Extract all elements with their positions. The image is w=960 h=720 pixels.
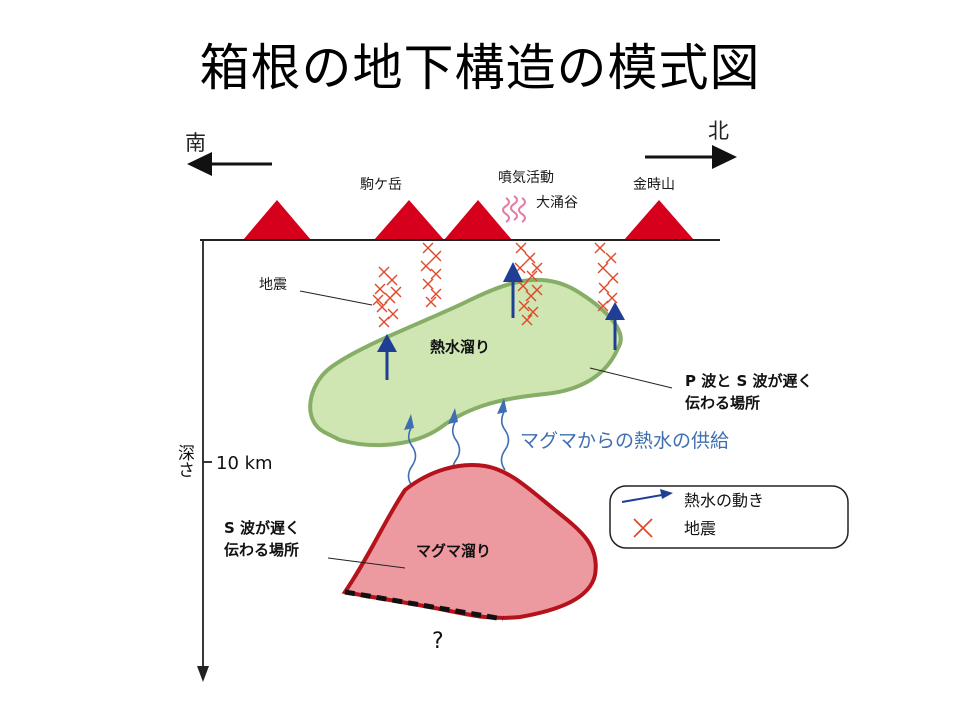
south-arrow xyxy=(187,152,272,176)
earthquake-marker-icon xyxy=(386,274,398,286)
legend-hot-water-motion: 熱水の動き xyxy=(684,491,764,510)
label-supply: マグマからの熱水の供給 xyxy=(520,430,729,452)
direction-south: 南 xyxy=(185,131,206,155)
hot-water-arrow-2 xyxy=(503,262,523,318)
earthquake-marker-icon xyxy=(422,278,434,290)
hot-water-reservoir xyxy=(308,277,623,448)
earthquake-marker-icon xyxy=(607,272,619,284)
earthquake-marker-icon xyxy=(387,308,399,320)
slide-title: 箱根の地下構造の模式図 xyxy=(199,39,761,97)
p-s-slow-leader-line xyxy=(589,367,673,389)
fumarole-steam-icon xyxy=(502,195,526,223)
volcano-3 xyxy=(444,200,512,240)
volcano-komagatake xyxy=(374,200,444,240)
legend-arrow-icon xyxy=(621,489,673,503)
earthquake-leader-line xyxy=(299,290,373,306)
hot-water-arrow-1 xyxy=(377,334,397,380)
hot-water-arrow-3 xyxy=(605,302,625,350)
legend-earthquake-icon xyxy=(633,518,653,538)
earthquake-marker-icon xyxy=(598,282,610,294)
earthquake-marker-icon xyxy=(524,252,536,264)
earthquake-marker-icon xyxy=(374,283,386,295)
label-p-s-slow-line1: P 波と S 波が遅く xyxy=(685,372,812,390)
earthquake-marker-icon xyxy=(420,260,432,272)
label-owakudani: 大涌谷 xyxy=(536,195,578,211)
earthquake-marker-icon xyxy=(390,286,402,298)
legend-earthquake: 地震 xyxy=(684,519,716,538)
label-unknown: ? xyxy=(432,629,444,654)
volcano-1 xyxy=(243,200,311,240)
earthquake-marker-icon xyxy=(597,262,609,274)
direction-north: 北 xyxy=(708,119,729,143)
depth-tick-label: 10 km xyxy=(216,453,273,474)
earthquake-marker-icon xyxy=(430,268,442,280)
supply-arrow-1 xyxy=(404,414,417,487)
earthquake-marker-icon xyxy=(430,250,442,262)
supply-arrow-3 xyxy=(497,398,510,471)
volcano-kintokizan xyxy=(624,200,694,240)
label-s-slow-line2: 伝わる場所 xyxy=(224,541,299,559)
s-slow-leader-line xyxy=(327,557,406,569)
legend: 熱水の動き 地震 xyxy=(609,485,849,549)
label-komagatake: 駒ケ岳 xyxy=(360,177,402,193)
magma-unknown-bottom xyxy=(344,589,504,622)
earthquake-marker-icon xyxy=(515,242,527,254)
earthquake-marker-icon xyxy=(606,292,618,304)
earthquake-marker-icon xyxy=(605,252,617,264)
label-kintokizan: 金時山 xyxy=(633,177,675,193)
label-p-s-slow-line2: 伝わる場所 xyxy=(685,394,760,412)
earthquake-marker-icon xyxy=(378,316,390,328)
label-fumarole: 噴気活動 xyxy=(498,170,554,186)
depth-axis-label: 深さ xyxy=(174,444,195,478)
label-hot-water-reservoir: 熱水溜り xyxy=(430,338,490,356)
earthquake-marker-icon xyxy=(594,242,606,254)
label-s-slow-line1: S 波が遅く xyxy=(224,519,300,537)
label-magma-reservoir: マグマ溜り xyxy=(416,542,491,560)
depth-axis-arrowhead xyxy=(197,666,209,682)
north-arrow xyxy=(645,145,737,169)
label-earthquake: 地震 xyxy=(259,277,287,293)
